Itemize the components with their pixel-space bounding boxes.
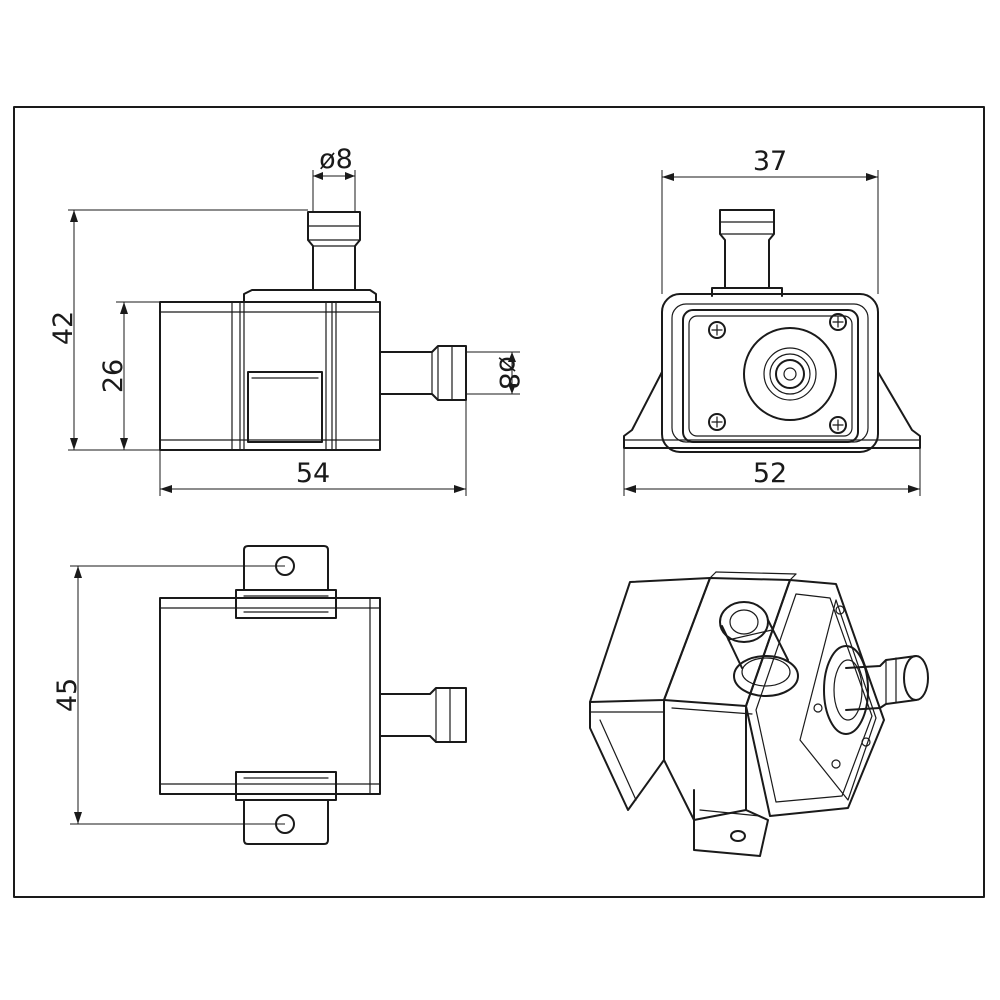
side-mount-base — [623, 371, 921, 449]
screw-icon — [708, 413, 726, 431]
dim-front-length: 54 — [296, 458, 330, 489]
screw-icon — [831, 759, 841, 769]
top-mount-tab-lower — [243, 799, 329, 845]
dim-top-mount-span: 45 — [52, 678, 83, 712]
dim-front-outlet-diameter: ø8 — [319, 144, 353, 175]
dim-side-width-top: 37 — [753, 146, 787, 177]
front-inlet-nozzle — [379, 345, 467, 401]
iso-outlet-nozzle — [721, 619, 789, 669]
side-view: 37 52 — [623, 146, 921, 496]
front-outlet-nozzle — [307, 211, 361, 291]
iso-inlet-nozzle — [845, 655, 917, 711]
screw-icon — [813, 703, 823, 713]
front-bracket — [247, 371, 323, 443]
top-view: 45 — [52, 545, 467, 845]
dim-front-body-height: 26 — [98, 359, 129, 393]
front-view: ø8 42 26 54 ø8 — [48, 144, 524, 496]
screw-icon — [829, 416, 847, 434]
side-housing — [661, 293, 879, 453]
isometric-view — [589, 571, 929, 857]
mount-hole-icon — [730, 830, 746, 842]
top-pump-body — [159, 597, 381, 795]
screw-icon — [835, 605, 845, 615]
front-pump-body — [159, 301, 381, 451]
iso-mount-bracket — [693, 789, 769, 857]
side-inlet-port — [743, 327, 837, 421]
side-cover-plate — [682, 309, 859, 443]
dim-front-inlet-diameter: ø8 — [493, 356, 524, 390]
iso-front-plate — [745, 579, 885, 817]
screw-icon — [708, 321, 726, 339]
side-outlet-nozzle — [719, 209, 775, 289]
dim-side-width-base: 52 — [753, 458, 787, 489]
screw-icon — [829, 313, 847, 331]
top-inlet-nozzle — [379, 687, 467, 743]
top-mount-tab-upper — [243, 545, 329, 591]
dim-front-height-total: 42 — [48, 311, 79, 345]
screw-icon — [861, 737, 871, 747]
drawing-frame — [13, 106, 985, 898]
iso-motor-block — [589, 577, 711, 703]
